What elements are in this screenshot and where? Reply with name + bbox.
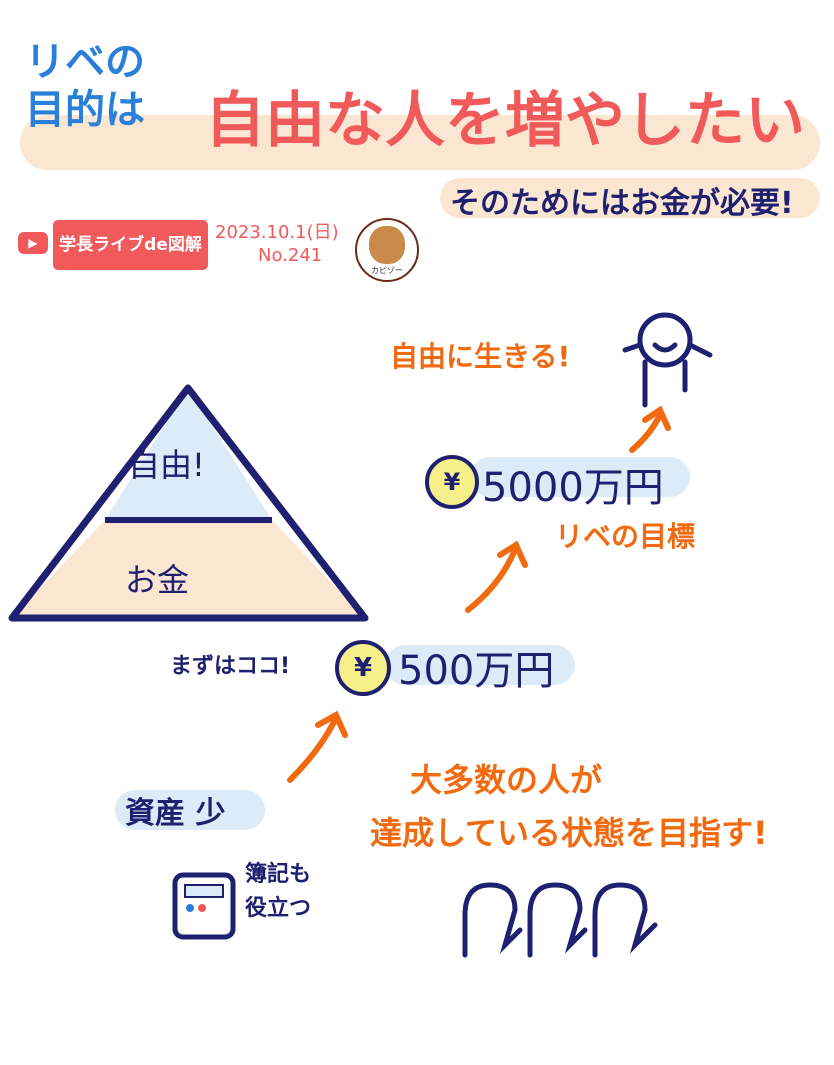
arrow-1: [287, 717, 338, 783]
happy-person-icon: [622, 312, 713, 408]
majority-note-line1: 大多数の人が: [410, 761, 603, 799]
start-highlight: [115, 790, 265, 830]
start-label: 資産 少: [125, 796, 226, 831]
avatar: カピゾー: [355, 218, 419, 282]
pyramid-bottom-label: お金: [125, 561, 190, 599]
goal1-highlight: [385, 645, 575, 685]
first-goal: 500万円: [398, 648, 555, 694]
pyramid-top-label: 自由!: [128, 446, 205, 484]
subtitle: そのためにはお金が必要!: [450, 186, 794, 221]
arrow-2: [465, 547, 518, 613]
second-goal-note: リベの目標: [555, 520, 696, 553]
calculator-icon: [172, 872, 236, 940]
yen-coin-icon: ¥: [335, 640, 391, 696]
first-goal-note: まずはココ!: [170, 654, 291, 679]
pyramid-top: [105, 388, 272, 520]
arrow-3: [629, 412, 663, 453]
subtitle-highlight: [440, 178, 820, 218]
date: 2023.10.1(日): [215, 222, 339, 243]
page-title: 自由な人を増やしたい: [205, 86, 805, 156]
yen-coin-icon: ¥: [425, 455, 479, 509]
episode-number: No.241: [258, 245, 323, 266]
title-highlight: [20, 115, 820, 170]
second-goal: 5000万円: [482, 465, 664, 511]
pyramid-bottom: [12, 520, 365, 618]
people-group-icon: [462, 882, 658, 958]
final-goal: 自由に生きる!: [390, 340, 571, 373]
majority-note-line2: 達成している状態を目指す!: [370, 814, 768, 852]
title-prefix: リベの目的は: [25, 39, 145, 133]
goal2-highlight: [470, 457, 690, 497]
live-badge: 学長ライブde図解: [53, 220, 208, 270]
bookkeeping-note: 簿記も役立つ: [245, 862, 312, 921]
pyramid-outline: [8, 384, 369, 622]
play-icon: ▶: [18, 232, 48, 254]
